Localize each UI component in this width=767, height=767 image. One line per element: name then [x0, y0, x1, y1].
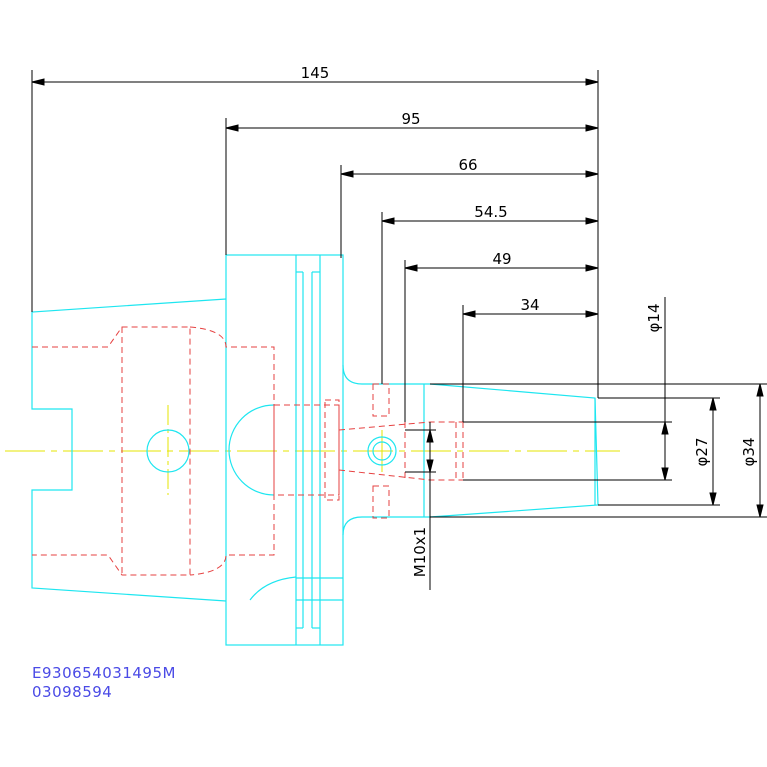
order-number: 03098594 — [32, 683, 113, 701]
dim-49-label: 49 — [492, 250, 511, 268]
dim-34-label: 34 — [520, 296, 539, 314]
dia-27-label: φ27 — [693, 438, 711, 467]
dim-95-label: 95 — [401, 110, 420, 128]
holder-outline — [31, 254, 599, 646]
dimension-lines — [31, 70, 767, 590]
dim-145-label: 145 — [301, 64, 330, 82]
dim-66-label: 66 — [458, 156, 477, 174]
part-codes: E930654031495M 03098594 — [32, 664, 176, 702]
dia-34-label: φ34 — [740, 438, 758, 467]
dim-54-5-label: 54.5 — [474, 203, 507, 221]
dia-14-label: φ14 — [645, 304, 663, 333]
dimension-texts: 145 95 66 54.5 49 34 φ14 φ27 φ34 M10x1 — [301, 64, 758, 577]
part-number: E930654031495M — [32, 664, 176, 682]
thread-label: M10x1 — [411, 527, 429, 577]
